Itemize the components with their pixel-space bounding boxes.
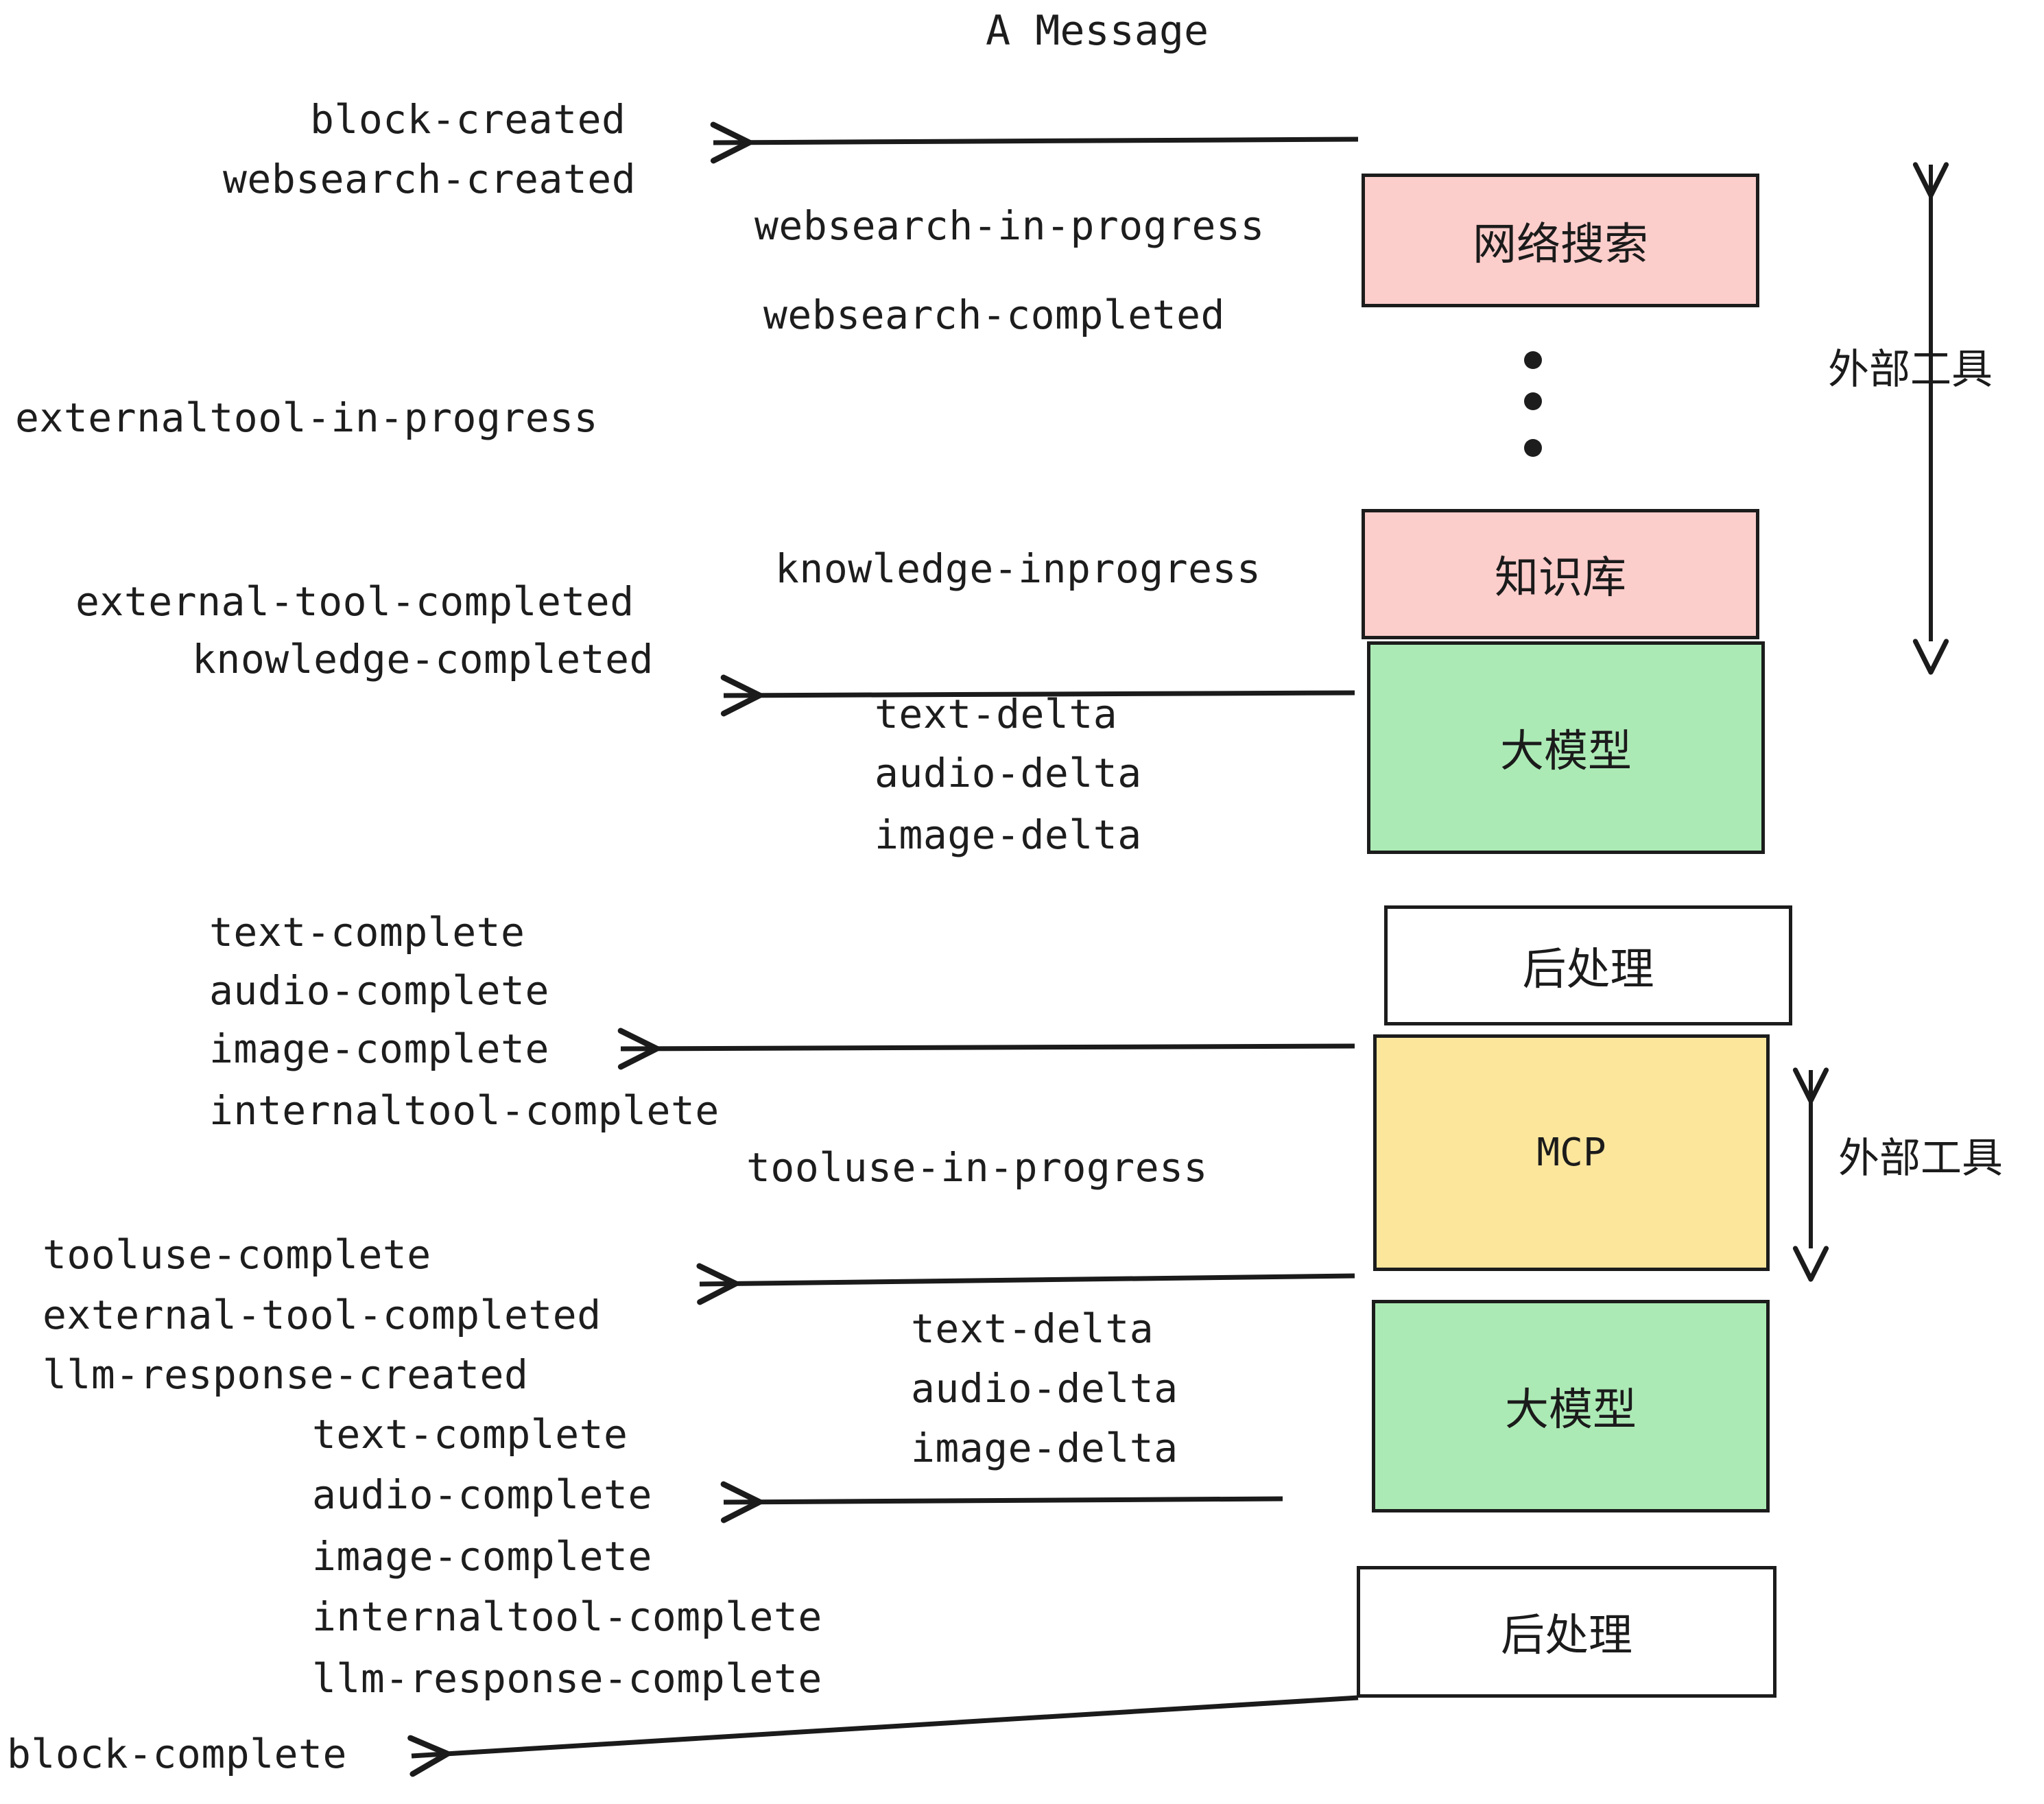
node-llm-2-label: 大模型 — [1505, 1385, 1637, 1434]
event-text-complete-2: text-complete — [312, 1411, 628, 1458]
event-audio-complete-2: audio-complete — [312, 1471, 652, 1518]
ellipsis-dot-icon — [1524, 351, 1542, 369]
side-label-external-tool-bottom: 外部工具 — [1838, 1135, 2003, 1181]
event-block-complete: block-complete — [7, 1731, 347, 1777]
event-websearch-in-progress: websearch-in-progress — [754, 202, 1265, 249]
event-knowledge-completed: knowledge-completed — [192, 636, 654, 683]
event-image-delta-1: image-delta — [875, 811, 1142, 858]
arrow-websearch-to-blockcreated — [710, 121, 1359, 164]
arrow-mcp-to-tooluse-complete — [696, 1263, 1355, 1305]
event-tooluse-in-progress: tooluse-in-progress — [746, 1144, 1208, 1191]
event-audio-delta-1: audio-delta — [875, 750, 1142, 796]
arrow-llm2-to-audiocomplete — [720, 1481, 1283, 1523]
event-websearch-created: websearch-created — [223, 156, 637, 202]
node-postprocess-1[interactable]: 后处理 — [1384, 905, 1792, 1025]
node-knowledge[interactable]: 知识库 — [1362, 509, 1759, 639]
event-image-complete-2: image-complete — [312, 1533, 652, 1580]
event-image-complete-1: image-complete — [209, 1025, 549, 1072]
arrow-postprocess2-to-blockcomplete — [407, 1695, 1359, 1777]
event-text-complete-1: text-complete — [209, 909, 525, 956]
node-postprocess-1-label: 后处理 — [1522, 944, 1654, 994]
node-postprocess-2[interactable]: 后处理 — [1357, 1566, 1776, 1698]
node-postprocess-2-label: 后处理 — [1501, 1611, 1632, 1660]
node-websearch-label: 网络搜索 — [1473, 219, 1648, 269]
ellipsis-dot-icon — [1524, 392, 1542, 410]
node-mcp[interactable]: MCP — [1373, 1034, 1770, 1271]
node-llm-1-label: 大模型 — [1500, 726, 1632, 776]
event-llm-response-complete: llm-response-complete — [312, 1655, 822, 1702]
node-websearch[interactable]: 网络搜索 — [1362, 174, 1759, 307]
event-audio-complete-1: audio-complete — [209, 967, 549, 1014]
event-audio-delta-2: audio-delta — [911, 1365, 1178, 1412]
node-llm-2[interactable]: 大模型 — [1372, 1300, 1770, 1512]
node-knowledge-label: 知识库 — [1495, 553, 1626, 602]
event-websearch-completed: websearch-completed — [763, 292, 1225, 338]
event-external-tool-completed-2: external-tool-completed — [43, 1292, 602, 1338]
event-llm-response-created: llm-response-created — [43, 1351, 529, 1398]
event-text-delta-2: text-delta — [911, 1305, 1154, 1352]
ellipsis-dot-icon — [1524, 439, 1542, 457]
page-title: A Message — [986, 7, 1209, 55]
event-internaltool-complete-1: internaltool-complete — [209, 1087, 720, 1134]
event-text-delta-1: text-delta — [875, 691, 1118, 737]
node-llm-1[interactable]: 大模型 — [1367, 641, 1765, 854]
event-tooluse-complete: tooluse-complete — [43, 1231, 431, 1278]
event-external-tool-completed-1: external-tool-completed — [75, 578, 634, 625]
node-mcp-label: MCP — [1536, 1130, 1606, 1175]
event-block-created: block-created — [310, 96, 626, 143]
side-label-external-tool-top: 外部工具 — [1828, 346, 1993, 392]
event-knowledge-inprogress: knowledge-inprogress — [775, 545, 1261, 592]
event-externaltool-in-progress: externaltool-in-progress — [15, 394, 599, 441]
event-internaltool-complete-2: internaltool-complete — [312, 1593, 822, 1640]
arrow-postprocess1-to-imagecomplete — [617, 1028, 1355, 1070]
event-image-delta-2: image-delta — [911, 1425, 1178, 1471]
